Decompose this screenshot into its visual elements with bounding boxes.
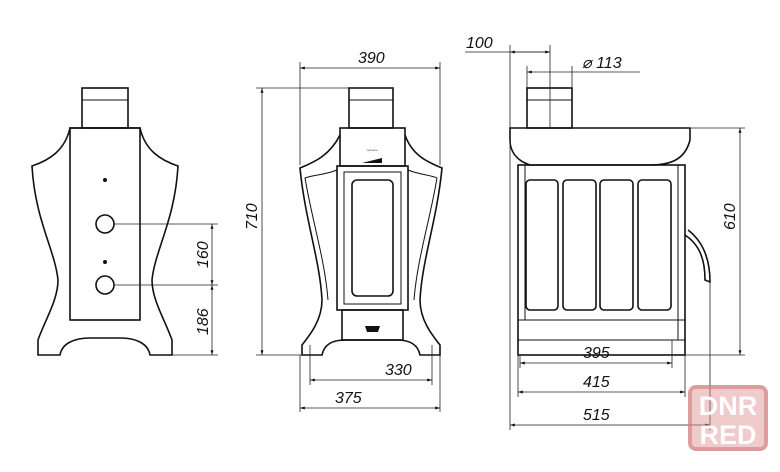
dim-415: 415 [583, 374, 610, 391]
dim-330: 330 [385, 362, 412, 379]
watermark-line1: DNR [698, 391, 758, 421]
watermark-line2: RED [699, 420, 757, 450]
dim-160: 160 [195, 241, 212, 268]
dim-flue-diameter: ⌀ 113 [582, 55, 622, 72]
watermark-logo: DNR RED [688, 385, 768, 451]
dim-390: 390 [358, 50, 385, 67]
front-view: ~~~ 390 710 330 375 [244, 50, 443, 412]
dim-186: 186 [195, 308, 212, 335]
dim-710: 710 [244, 203, 261, 230]
dim-610: 610 [722, 203, 739, 230]
brand-logo: ~~~ [366, 147, 378, 155]
back-view: 160 186 [31, 87, 218, 356]
dim-375: 375 [335, 390, 362, 407]
dim-515: 515 [583, 407, 610, 424]
side-view: 100 ⌀ 113 610 395 415 515 [465, 35, 745, 430]
dim-100: 100 [466, 35, 493, 52]
dim-395: 395 [583, 345, 610, 362]
